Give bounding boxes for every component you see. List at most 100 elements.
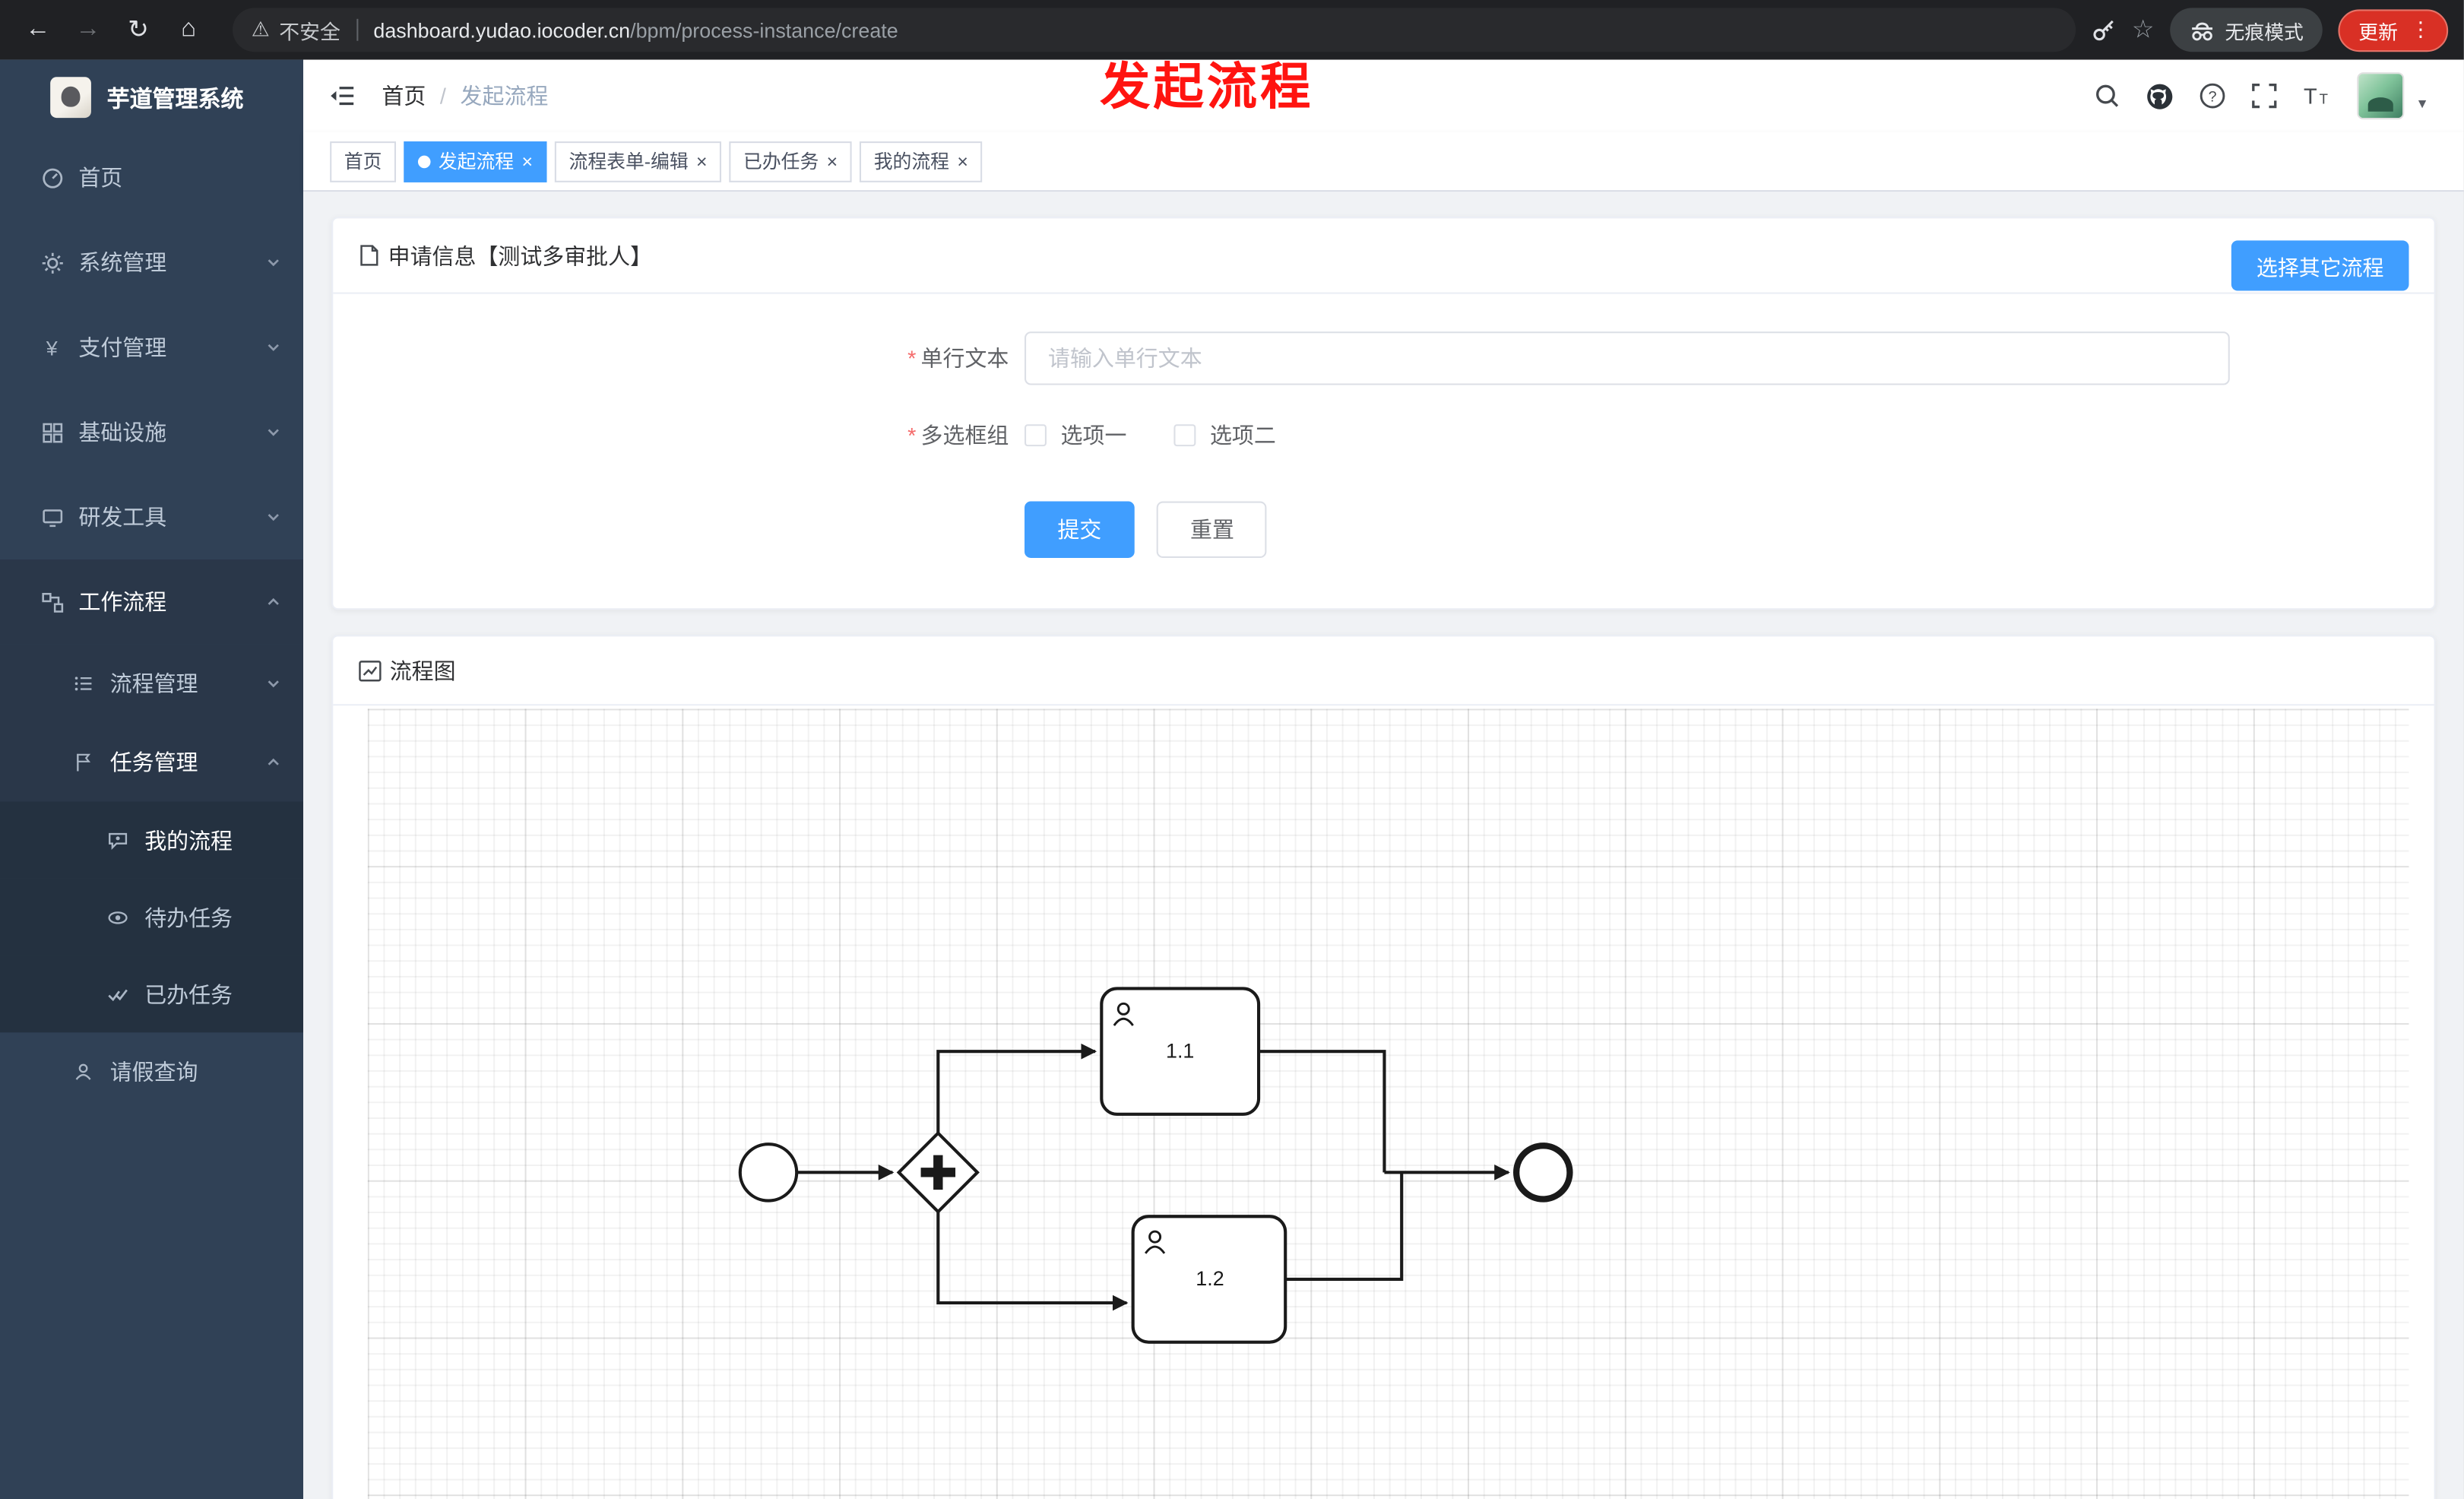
sidebar-item-done-tasks[interactable]: 已办任务 [0,955,304,1033]
grid-icon [34,420,68,444]
github-icon[interactable] [2145,81,2174,110]
checkbox-option-1[interactable]: 选项一 [1025,420,1126,451]
flow-task2-to-merge [1285,1172,1404,1282]
browser-chrome: ← → ↻ ⌂ ⚠ 不安全 dashboard.yudao.iocoder.cn… [0,0,2464,60]
active-dot [417,154,431,168]
user-avatar[interactable] [2357,72,2405,120]
flow-gateway-to-task1 [936,1043,1097,1133]
search-icon[interactable] [2093,82,2121,110]
form-item-text: *单行文本 [333,331,2434,385]
incognito-badge: 无痕模式 [2170,8,2323,52]
sidebar-item-leave-query[interactable]: 请假查询 [0,1032,304,1111]
tab-home[interactable]: 首页 [330,141,397,182]
chevron-down-icon [265,676,281,692]
checkbox-label: 选项一 [1060,423,1127,448]
list-icon [66,673,100,695]
checkbox-option-2[interactable]: 选项二 [1173,420,1276,451]
sidebar-item-my-process[interactable]: 我的流程 [0,801,304,879]
sidebar: 芋道管理系统 首页 系统管理 ¥ 支付管理 基础设施 [0,59,304,1499]
card-title: 申请信息【测试多审批人】 [388,242,653,268]
svg-text:T: T [2320,90,2328,106]
logo-avatar [50,77,91,119]
fullscreen-icon[interactable] [2250,82,2279,110]
tab-label: 流程表单-编辑 [568,151,689,173]
application-info-card: 申请信息【测试多审批人】 选择其它流程 *单行文本 *多选框组 [331,217,2436,610]
single-line-text-input[interactable] [1025,331,2230,385]
checkbox[interactable] [1025,424,1047,447]
sidebar-item-label: 待办任务 [144,904,233,930]
submit-button[interactable]: 提交 [1025,501,1135,558]
browser-menu-icon[interactable]: ⋮ [2410,17,2431,41]
sidebar-item-label: 工作流程 [78,589,167,615]
sidebar-item-label: 系统管理 [78,249,167,275]
sidebar-item-home[interactable]: 首页 [0,135,303,220]
sidebar-item-label: 请假查询 [109,1059,198,1085]
end-event [1513,1142,1573,1203]
breadcrumb-home[interactable]: 首页 [382,83,426,109]
avatar-caret-icon[interactable]: ▾ [2418,96,2427,113]
url-text: dashboard.yudao.iocoder.cn/bpm/process-i… [373,18,898,42]
refresh-icon[interactable]: ↻ [128,17,149,44]
close-icon[interactable]: × [826,150,838,173]
close-icon[interactable]: × [957,150,968,173]
card-header: 申请信息【测试多审批人】 选择其它流程 [333,218,2434,294]
breadcrumb: 首页 / 发起流程 [382,80,548,111]
required-asterisk: * [907,345,917,371]
bpmn-diagram: 1.1 1.2 [738,987,1573,1344]
bpmn-canvas[interactable]: 1.1 1.2 [367,708,2409,1499]
url-divider [356,18,358,41]
sidebar-item-task-management[interactable]: 任务管理 [0,723,304,802]
sidebar-item-system[interactable]: 系统管理 [0,220,303,305]
double-check-icon [100,983,135,1005]
collapse-sidebar-icon[interactable] [328,82,356,110]
close-icon[interactable]: × [695,150,708,173]
chrome-toolbar: ☆ 无痕模式 更新 ⋮ [2091,8,2449,52]
svg-text:?: ? [2209,89,2217,106]
gear-icon [34,251,68,274]
tab-done-tasks[interactable]: 已办任务 × [729,141,852,182]
url-bar[interactable]: ⚠ 不安全 dashboard.yudao.iocoder.cn/bpm/pro… [232,8,2076,52]
sidebar-item-todo-tasks[interactable]: 待办任务 [0,878,304,956]
sidebar-item-workflow[interactable]: 工作流程 [0,559,304,645]
back-icon[interactable]: ← [25,15,51,43]
tab-my-process[interactable]: 我的流程 × [860,141,983,182]
url-domain: dashboard.yudao.iocoder.cn [373,17,631,42]
home-icon[interactable]: ⌂ [181,15,197,43]
chevron-up-icon [265,594,281,610]
tab-start-process[interactable]: 发起流程 × [404,141,547,182]
page-content: 申请信息【测试多审批人】 选择其它流程 *单行文本 *多选框组 [303,192,2464,1499]
sidebar-item-payment[interactable]: ¥ 支付管理 [0,305,303,390]
checkbox[interactable] [1173,424,1196,447]
forward-icon[interactable]: → [75,15,101,43]
user-task-1-1: 1.1 [1100,987,1261,1116]
sidebar-item-infrastructure[interactable]: 基础设施 [0,390,303,475]
chevron-up-icon [265,754,281,770]
breadcrumb-separator: / [439,83,446,109]
update-button[interactable]: 更新 ⋮ [2338,8,2449,52]
app-logo[interactable]: 芋道管理系统 [0,60,303,135]
process-diagram-card: 流程图 [331,635,2436,1499]
flag-icon [66,751,100,773]
tabs-bar: 首页 发起流程 × 流程表单-编辑 × 已办任务 × 我的流程 × [303,132,2464,192]
user-icon [1113,1002,1134,1026]
not-secure-icon: ⚠ [251,17,270,41]
update-label: 更新 [2358,21,2399,43]
password-key-icon[interactable] [2091,17,2116,43]
chevron-down-icon [265,340,281,356]
help-icon[interactable]: ? [2198,82,2226,110]
choose-other-process-button[interactable]: 选择其它流程 [2231,240,2409,291]
close-icon[interactable]: × [521,150,533,173]
sidebar-spacer [0,1111,304,1499]
user-task-1-2: 1.2 [1131,1215,1287,1344]
bookmark-star-icon[interactable]: ☆ [2131,17,2155,44]
reset-button[interactable]: 重置 [1157,501,1268,558]
tab-process-form-edit[interactable]: 流程表单-编辑 × [554,141,722,182]
breadcrumb-current: 发起流程 [460,83,549,109]
sidebar-item-label: 已办任务 [144,981,233,1007]
security-label[interactable]: 不安全 [279,19,340,43]
sidebar-item-devtools[interactable]: 研发工具 [0,474,303,559]
sidebar-item-process-management[interactable]: 流程管理 [0,644,304,724]
